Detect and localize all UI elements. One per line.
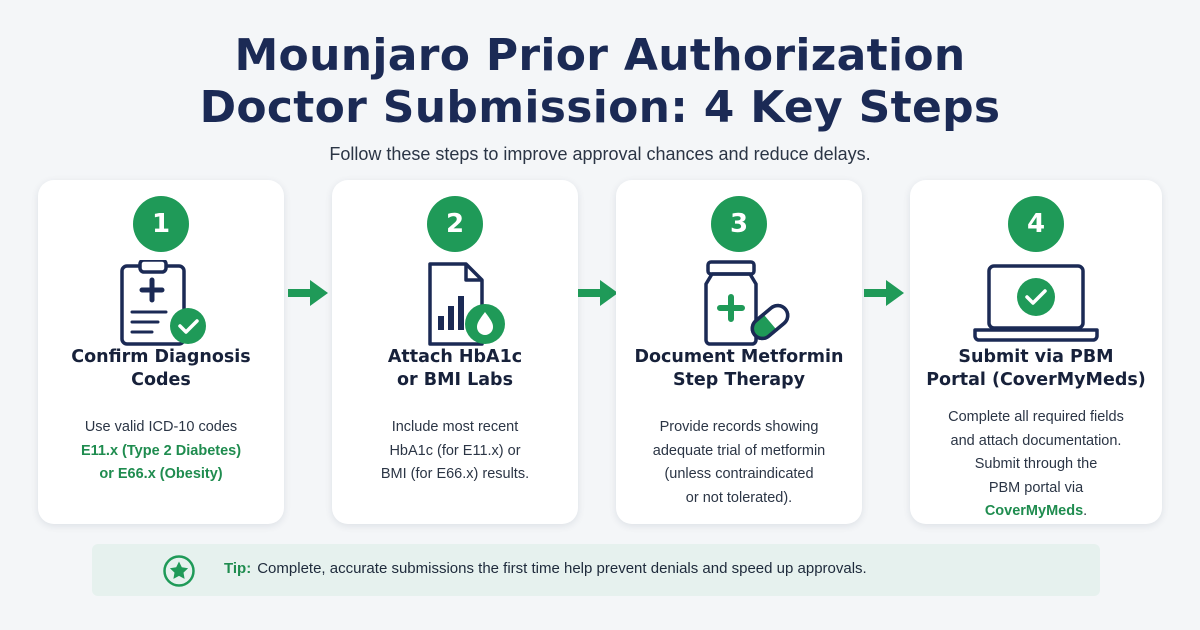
page-subtitle: Follow these steps to improve approval c… (329, 144, 871, 164)
arrow-right-icon (864, 280, 904, 306)
tip-banner: Tip:Complete, accurate submissions the f… (92, 544, 1100, 596)
tip-label: Tip: (224, 560, 252, 577)
arrow-right-icon (578, 280, 618, 306)
step-title: Attach HbA1c or BMI Labs (387, 347, 523, 390)
step-title: Confirm Diagnosis Codes (71, 347, 251, 390)
title-line-2: Doctor Submission: 4 Key Steps (199, 82, 1001, 133)
page-title: Mounjaro Prior Authorization Doctor Subm… (0, 30, 1200, 134)
step-number-badge: 1 (133, 196, 189, 252)
covermymeds-highlight: CoverMyMeds (984, 503, 1084, 519)
arrow-right-icon (288, 280, 328, 306)
title-line-1: Mounjaro Prior Authorization (234, 30, 966, 81)
star-circle-icon (163, 555, 195, 587)
step-description: Complete all required fields and attach … (948, 409, 1124, 519)
step-description: Use valid ICD-10 codes E11.x (Type 2 Dia… (80, 419, 242, 482)
step-card-1: 1 Confirm Diagnosis Codes Use valid ICD-… (38, 180, 284, 524)
laptop-check-icon (973, 264, 1099, 342)
step-card-3: 3 Document Metformin Step Therapy Provid… (616, 180, 862, 524)
lab-report-drop-icon (428, 262, 505, 346)
step-number-badge: 2 (427, 196, 483, 252)
step-number-badge: 4 (1008, 196, 1064, 252)
step-number-badge: 3 (711, 196, 767, 252)
step-description: Provide records showing adequate trial o… (652, 419, 826, 506)
medication-bottle-pill-icon (704, 260, 790, 346)
step-title: Document Metformin Step Therapy (634, 347, 844, 390)
step-description: Include most recent HbA1c (for E11.x) or… (380, 419, 530, 482)
step-card-2: 2 Attach HbA1c or BMI Labs Include most … (332, 180, 578, 524)
tip-text: Tip:Complete, accurate submissions the f… (224, 560, 867, 577)
clipboard-check-icon (120, 260, 206, 346)
step-title: Submit via PBM Portal (CoverMyMeds) (926, 347, 1146, 390)
step-card-4: 4 Submit via PBM Portal (CoverMyMeds) Co… (910, 180, 1162, 524)
